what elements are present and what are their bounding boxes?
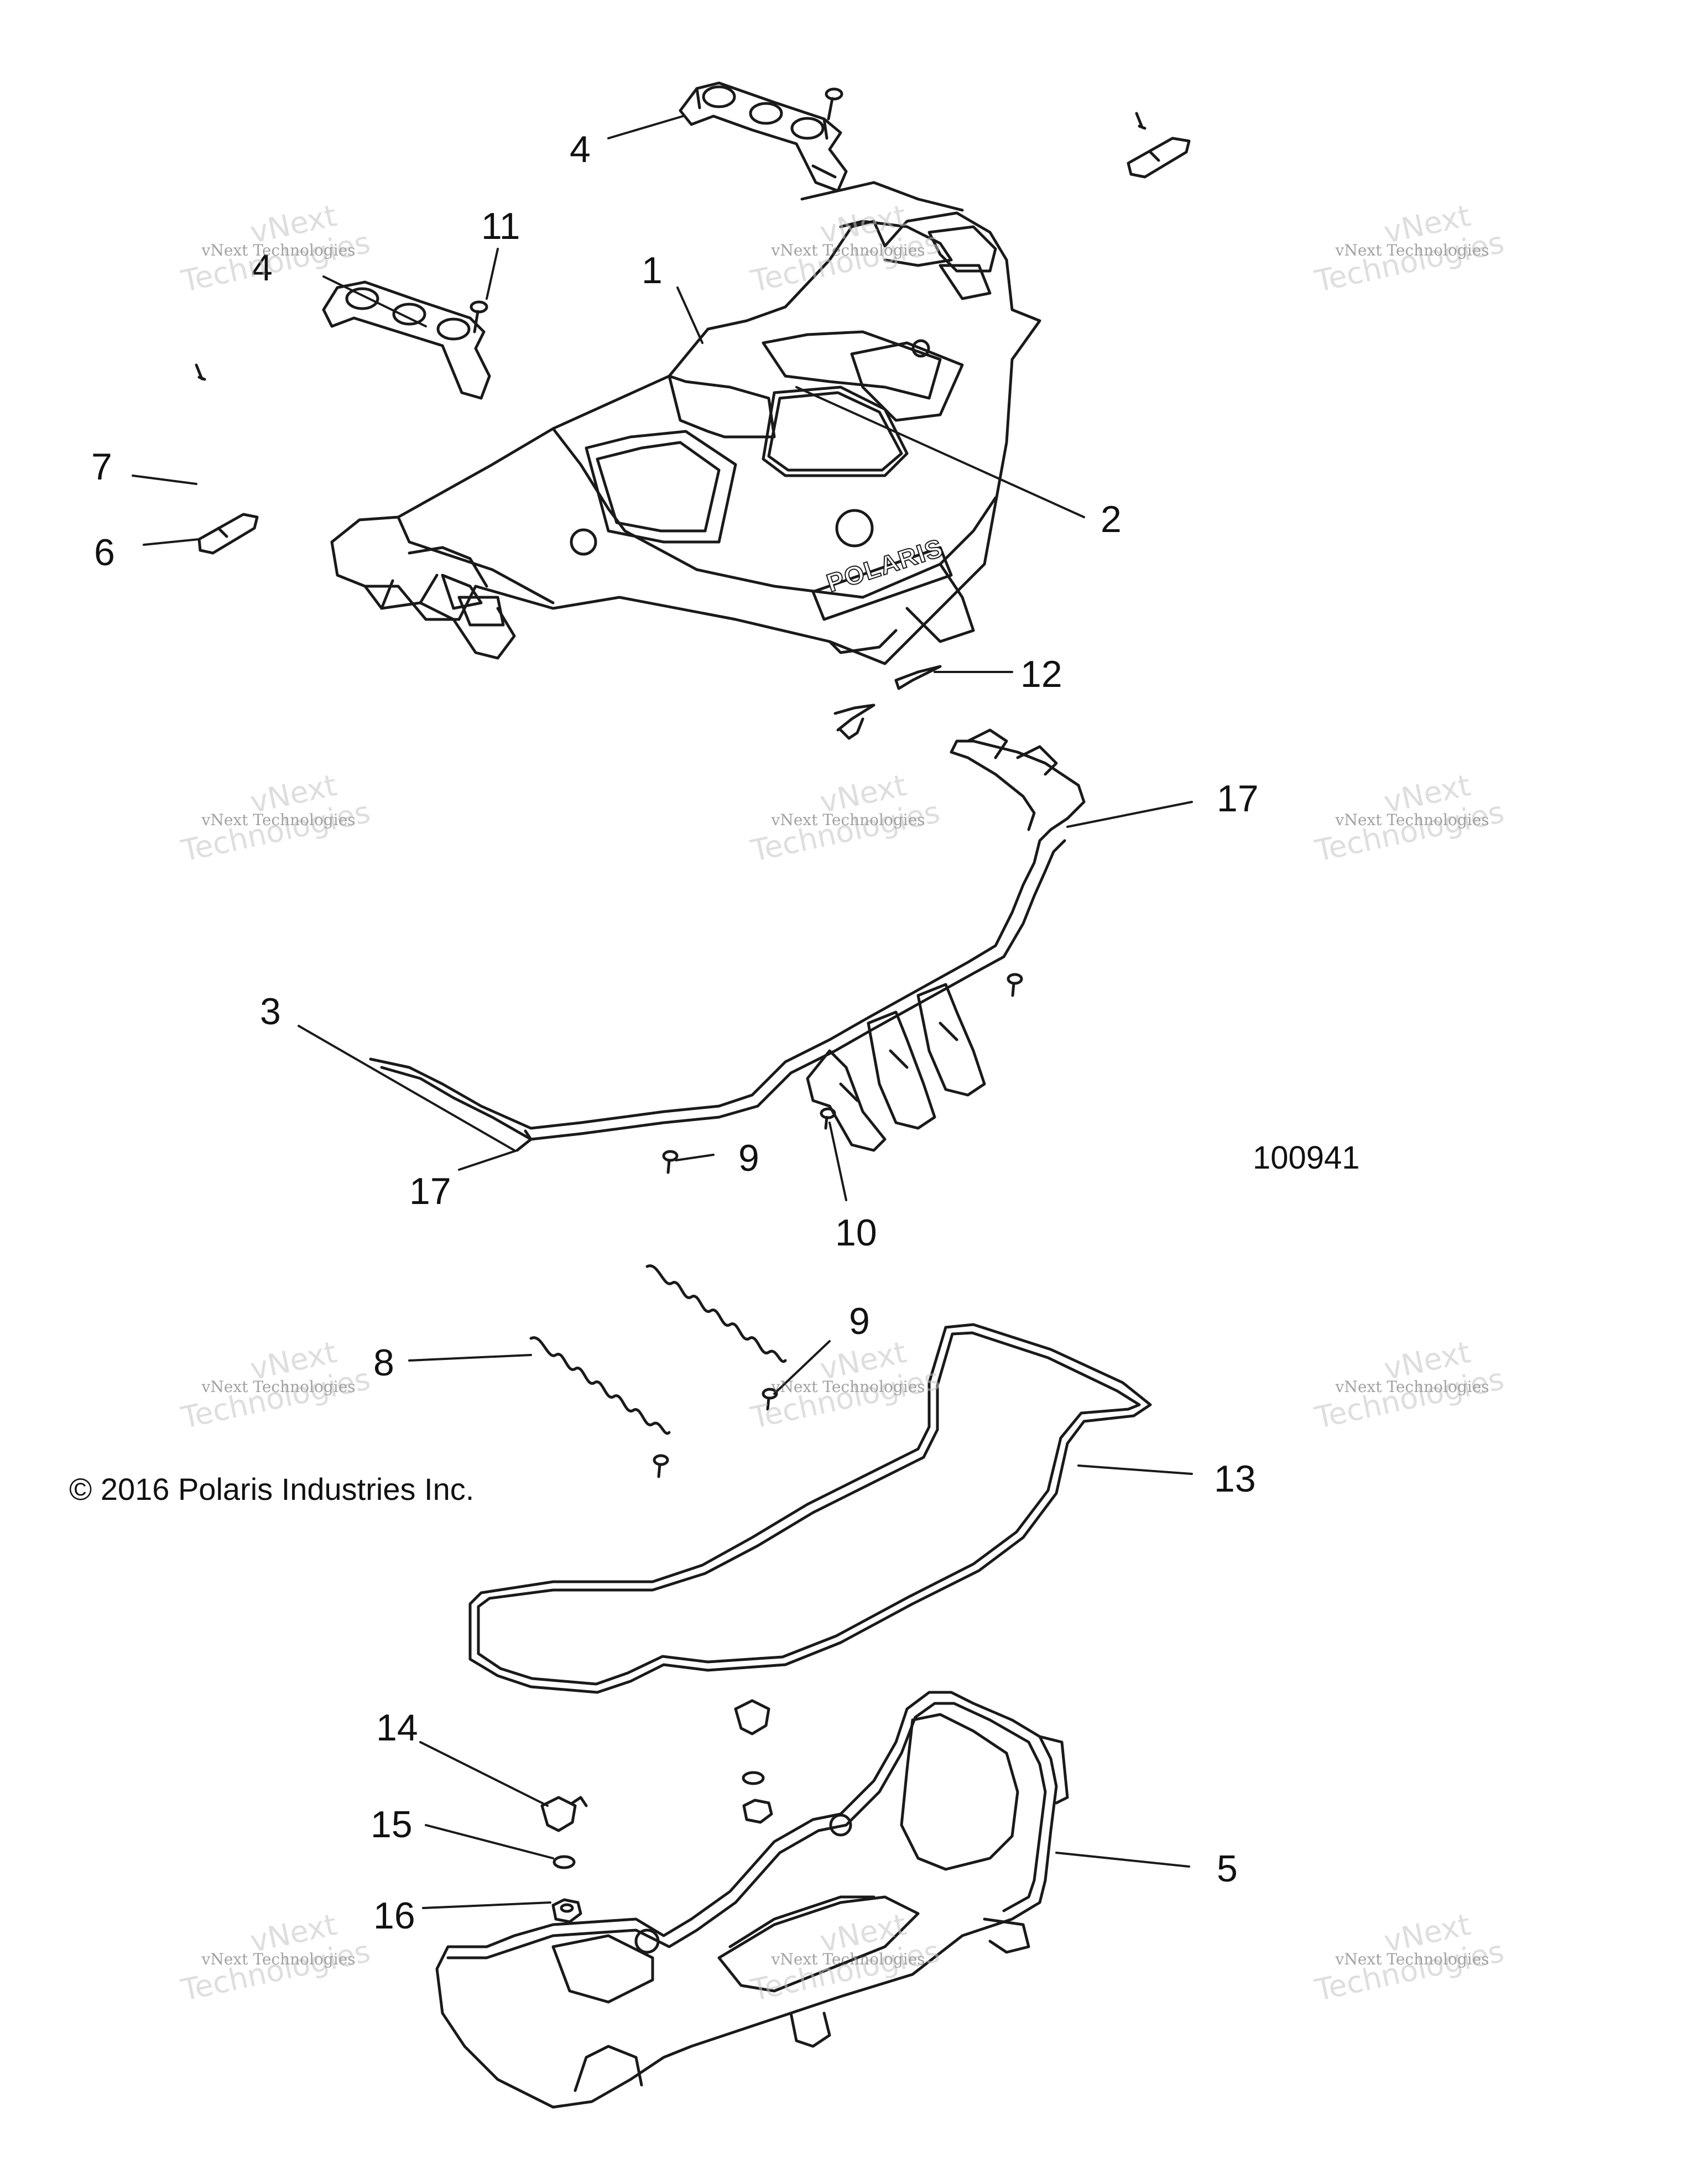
rack-bracket-top (679, 81, 848, 192)
callout-17-left: 17 (409, 1170, 451, 1212)
callout-4-left: 4 (252, 247, 273, 289)
spring-lower (529, 1336, 671, 1435)
leader-lines (132, 115, 1193, 1909)
rear-rack (330, 181, 1041, 665)
callout-16: 16 (373, 1895, 415, 1937)
callout-10: 10 (835, 1212, 877, 1254)
storage-tray (435, 1691, 1069, 2109)
callout-6: 6 (94, 531, 115, 574)
callout-3: 3 (260, 991, 281, 1033)
callout-14: 14 (376, 1707, 418, 1749)
callout-5: 5 (1217, 1848, 1238, 1890)
callout-9-upper: 9 (738, 1137, 759, 1179)
copyright-notice: © 2016 Polaris Industries Inc. (69, 1472, 475, 1507)
callout-12: 12 (1020, 653, 1062, 695)
screw-top (825, 87, 843, 121)
callout-17-right: 17 (1217, 778, 1259, 820)
retainer-pins (833, 665, 942, 740)
bolt-9-upper (662, 1150, 679, 1174)
callout-2: 2 (1101, 498, 1122, 540)
bolt-lower-left (653, 1454, 669, 1478)
clip-left (195, 363, 259, 555)
callout-7: 7 (91, 446, 112, 488)
callout-8: 8 (373, 1342, 394, 1384)
bolt-9-lower (762, 1388, 778, 1411)
storage-seal (468, 1323, 1152, 1694)
callout-1: 1 (642, 249, 663, 291)
fastener-set-left (540, 1796, 588, 1924)
clip-top-right (1127, 112, 1191, 179)
figure-number: 100941 (1253, 1140, 1360, 1176)
spring-upper (645, 1264, 787, 1363)
callout-9-lower: 9 (849, 1300, 870, 1342)
callout-15: 15 (371, 1804, 413, 1846)
bolt-10 (820, 1107, 836, 1130)
callout-13: 13 (1214, 1458, 1256, 1500)
bolt-misc (1007, 973, 1023, 997)
callout-4-top: 4 (570, 128, 591, 170)
rack-bracket-left (322, 280, 491, 400)
callout-11: 11 (481, 205, 520, 247)
screw-left (470, 300, 488, 333)
fastener-set-right (734, 1699, 773, 1824)
rack-frame (369, 728, 1086, 1152)
